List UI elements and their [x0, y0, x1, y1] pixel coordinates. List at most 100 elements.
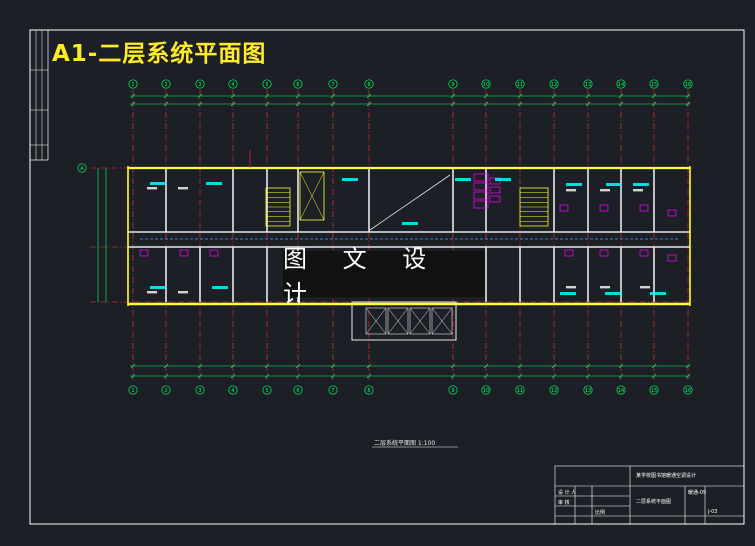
dim-tick	[130, 101, 136, 107]
dim-tick	[618, 363, 624, 369]
axis-bubble-circle	[649, 79, 659, 89]
axis-bubble-label: 5	[265, 388, 268, 394]
dim-tick	[264, 373, 270, 379]
door-swing	[409, 307, 431, 335]
room-label	[566, 183, 582, 186]
axis-bubble-circle	[228, 385, 238, 395]
drawing-border	[29, 29, 745, 525]
ac-unit	[559, 204, 569, 212]
axis-bubble-label: 4	[231, 82, 234, 88]
axis-bubble-label: 8	[367, 388, 370, 394]
room-label	[212, 286, 228, 289]
dim-tick	[163, 101, 169, 107]
axis-bubble: 10	[481, 385, 491, 395]
dim-tick	[517, 363, 523, 369]
dim-tick	[366, 363, 372, 369]
door-swing	[387, 307, 409, 335]
dim-tick	[450, 93, 456, 99]
axis-bubble: 4	[228, 385, 238, 395]
axis-bubble: 8	[364, 79, 374, 89]
room-label	[560, 292, 576, 295]
axis-bubble: 6	[293, 79, 303, 89]
walls	[127, 166, 691, 341]
dim-tick	[295, 373, 301, 379]
room-label	[206, 182, 222, 185]
drawing-caption: 二层系统平面图 1:100	[374, 440, 436, 447]
dim-tick	[295, 363, 301, 369]
ac-unit	[209, 249, 219, 257]
axis-bubble-label: 10	[483, 388, 489, 394]
ac-unit	[667, 254, 677, 262]
axis-bubble-label: 9	[451, 82, 454, 88]
dim-tick	[230, 101, 236, 107]
area-label	[178, 187, 188, 190]
dim-tick	[651, 363, 657, 369]
dim-tick	[483, 363, 489, 369]
dim-tick	[330, 93, 336, 99]
dim-tick	[685, 93, 691, 99]
axis-bubble: 15	[649, 79, 659, 89]
room-label	[495, 178, 511, 181]
dim-tick	[163, 363, 169, 369]
dim-tick	[366, 93, 372, 99]
axis-bubble-label: 2	[164, 82, 167, 88]
room-label	[633, 183, 649, 186]
ac-unit	[564, 249, 574, 257]
dim-tick	[230, 93, 236, 99]
elevator-cross	[299, 171, 325, 221]
revolving-door	[387, 307, 409, 335]
dim-tick	[551, 373, 557, 379]
axis-bubble-circle	[448, 79, 458, 89]
title-block-reviewer: 审 核	[558, 500, 570, 506]
room-label	[650, 292, 666, 295]
revolving-door	[431, 307, 453, 335]
axis-bubble-label: 15	[651, 388, 657, 394]
toilet-stall	[473, 173, 489, 182]
area-label	[633, 189, 643, 192]
dim-tick	[551, 93, 557, 99]
axis-bubble: A	[77, 163, 87, 173]
axis-bubble: 6	[293, 385, 303, 395]
entrance-block	[351, 301, 457, 341]
axis-bubble-label: 9	[451, 388, 454, 394]
dim-tick	[685, 101, 691, 107]
room-label	[150, 286, 166, 289]
dim-tick	[366, 373, 372, 379]
axis-bubbles: 1122334455667788991010111112121313141415…	[77, 79, 693, 395]
ac-unit	[639, 249, 649, 257]
axis-bubble: 12	[549, 79, 559, 89]
dim-tick	[483, 373, 489, 379]
dim-tick	[130, 373, 136, 379]
axis-bubble-label: 14	[618, 82, 624, 88]
axis-bubble: 10	[481, 79, 491, 89]
axis-bubble-circle	[481, 385, 491, 395]
axis-bubble-label: A	[80, 166, 84, 172]
title-block	[554, 465, 745, 525]
axis-bubble-circle	[549, 385, 559, 395]
urinal	[489, 186, 501, 194]
axis-bubble-label: 2	[164, 388, 167, 394]
axis-bubble-circle	[481, 79, 491, 89]
axis-bubble: 11	[515, 385, 525, 395]
dim-tick	[551, 363, 557, 369]
dim-tick	[330, 373, 336, 379]
room-label	[342, 178, 358, 181]
axis-bubble-label: 16	[685, 82, 691, 88]
room-label	[606, 183, 622, 186]
axis-bubble-circle	[616, 79, 626, 89]
dim-tick	[295, 101, 301, 107]
dim-tick	[585, 93, 591, 99]
dim-tick	[330, 101, 336, 107]
dim-tick	[651, 93, 657, 99]
elevator	[299, 171, 325, 221]
dim-tick	[450, 363, 456, 369]
door-swing	[431, 307, 453, 335]
area-label	[147, 291, 157, 294]
axis-bubble-circle	[195, 79, 205, 89]
axis-bubble: 5	[262, 385, 272, 395]
area-label	[600, 286, 610, 289]
toilet-stall	[473, 191, 489, 200]
axis-bubble-label: 12	[551, 388, 557, 394]
title-block-sheet: J-03	[708, 509, 718, 515]
